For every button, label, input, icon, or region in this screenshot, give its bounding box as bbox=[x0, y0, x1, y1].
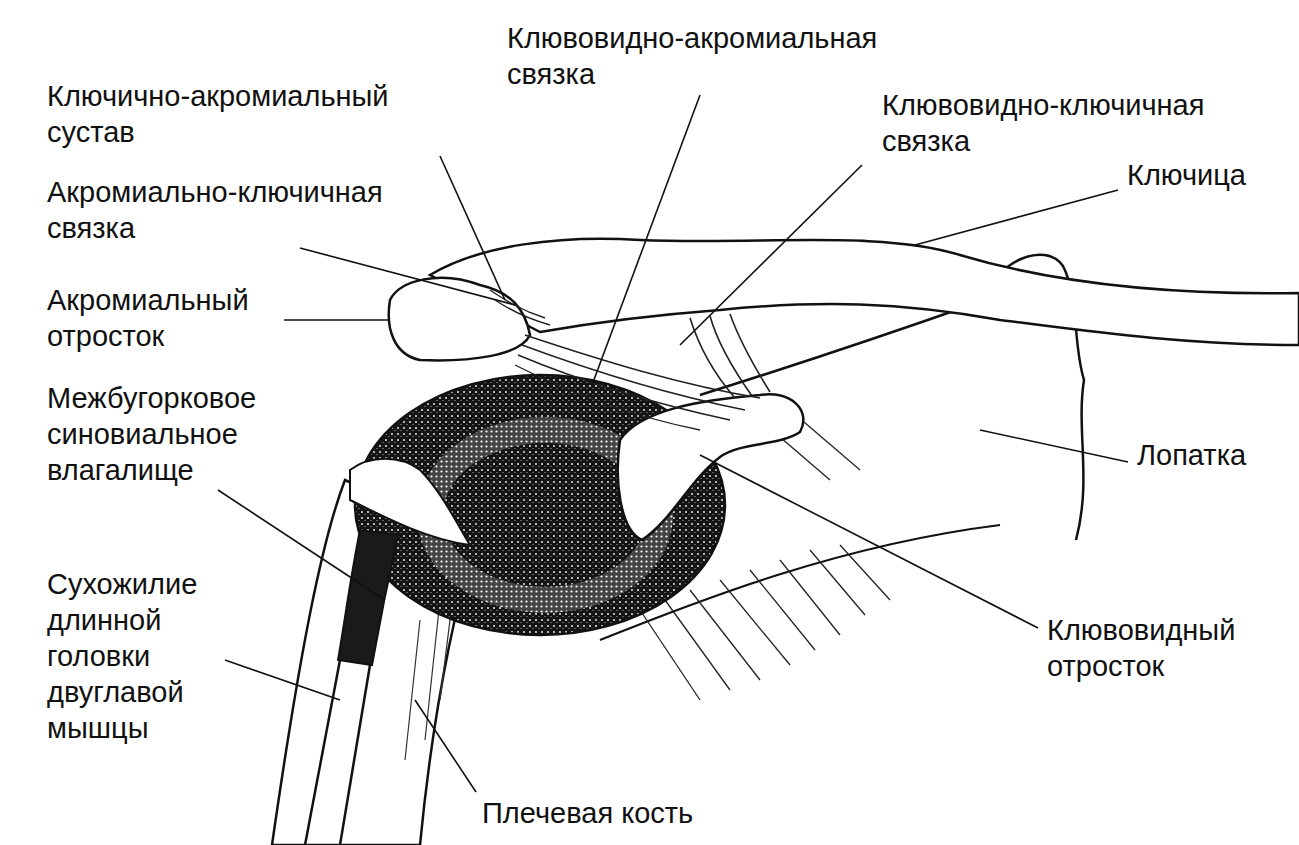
leader-line bbox=[980, 430, 1128, 462]
synovial-sheath bbox=[338, 530, 398, 665]
part-label: Лопатка bbox=[1135, 437, 1289, 473]
part-label: Клювовидный отросток bbox=[1045, 612, 1269, 684]
part-label: Клювовидно-акромиальная связка bbox=[505, 20, 934, 92]
ligament-fiber bbox=[495, 300, 550, 325]
part-label: Сухожилие длинной головки двуглавой мышц… bbox=[45, 566, 224, 746]
ligament-fiber bbox=[525, 335, 760, 398]
acromioclavicular-ligament bbox=[490, 290, 550, 325]
hatch-line bbox=[750, 570, 815, 650]
hatch-line bbox=[720, 580, 790, 665]
hatch-line bbox=[640, 610, 700, 700]
part-label: Межбугорковое синовиальное влагалище bbox=[45, 380, 289, 488]
leader-line bbox=[700, 455, 1038, 628]
hatch-line bbox=[780, 560, 840, 635]
part-label: Акромиально-ключичная связка bbox=[45, 174, 434, 246]
part-label: Акромиальный отросток bbox=[45, 282, 284, 354]
hatch-line bbox=[405, 620, 420, 760]
hatch-line bbox=[840, 545, 890, 600]
hatch-line bbox=[810, 550, 865, 615]
leader-line bbox=[300, 248, 515, 305]
ligament-fiber bbox=[730, 314, 770, 392]
part-label: Плечевая кость bbox=[480, 795, 744, 831]
leader-line bbox=[440, 156, 505, 300]
ligament-fiber bbox=[522, 345, 745, 410]
ligament-fiber bbox=[515, 365, 700, 430]
part-label: Ключично-акромиальный сустав bbox=[45, 78, 444, 150]
leader-line bbox=[915, 190, 1118, 245]
leader-line bbox=[225, 660, 340, 700]
biceps-tendon bbox=[305, 660, 340, 845]
leader-line bbox=[415, 700, 476, 792]
hatch-line bbox=[690, 590, 760, 680]
clavicle bbox=[430, 239, 1299, 345]
ligament-fiber bbox=[490, 290, 545, 318]
coracoclavicular-ligament bbox=[690, 314, 770, 398]
leader-line bbox=[218, 490, 385, 600]
hatch-line bbox=[665, 600, 730, 690]
leader-line bbox=[680, 165, 862, 345]
part-label: Ключица bbox=[1125, 157, 1279, 193]
part-label: Клювовидно-ключичная связка bbox=[880, 87, 1254, 159]
biceps-tendon bbox=[340, 665, 370, 845]
ligament-fiber bbox=[710, 316, 752, 396]
